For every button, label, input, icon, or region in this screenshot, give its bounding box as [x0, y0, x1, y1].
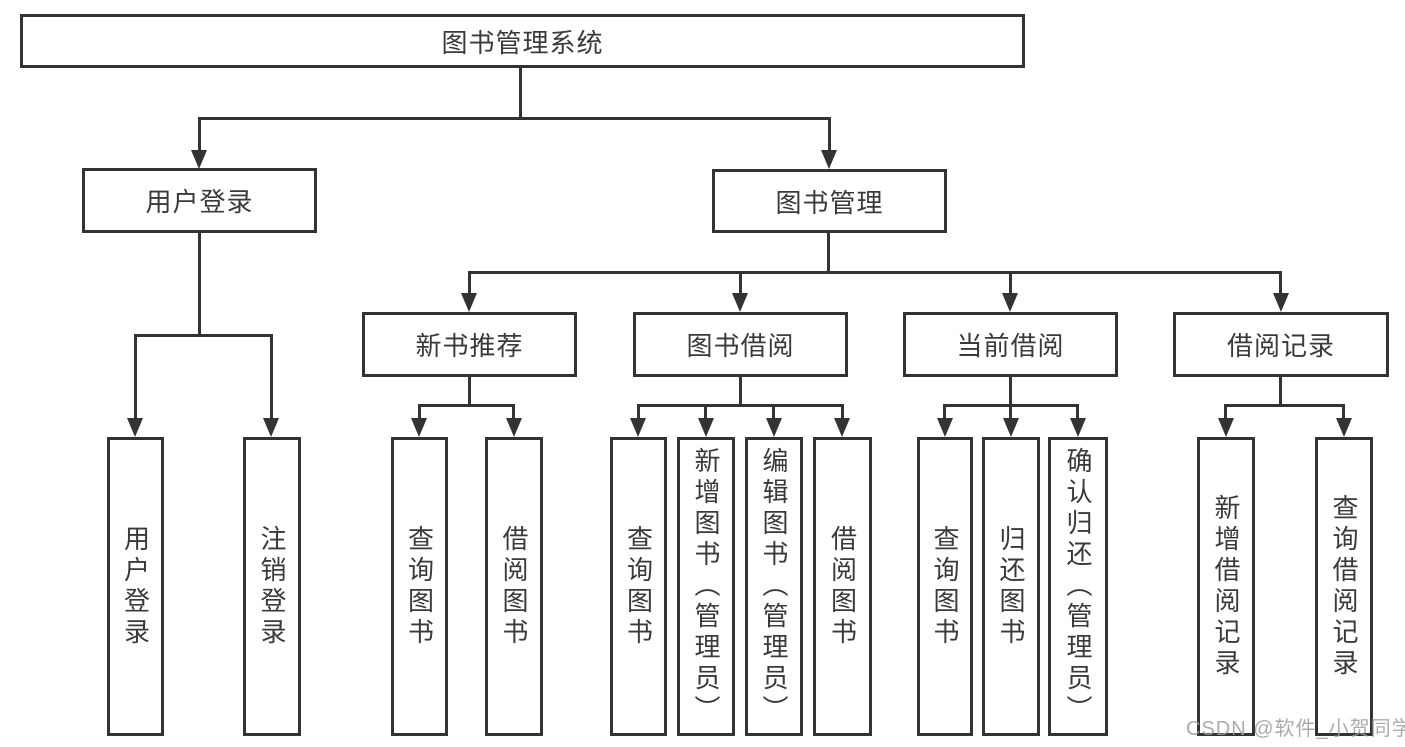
connector-line — [637, 404, 640, 420]
arrow-down-icon — [411, 418, 427, 437]
connector-line — [1279, 377, 1282, 407]
arrow-down-icon — [1070, 418, 1086, 437]
leaf-query-books: 查询图书 — [917, 437, 973, 736]
node-label: 查询图书 — [623, 524, 654, 649]
leaf-query-borrow-record: 查询借阅记录 — [1315, 437, 1373, 736]
leaf-logout: 注销登录 — [243, 437, 301, 736]
node-label: 图书借阅 — [686, 331, 795, 361]
connector-line — [134, 334, 137, 420]
arrow-down-icon — [263, 418, 279, 437]
connector-line — [512, 404, 515, 420]
node-current-borrowing: 当前借阅 — [903, 312, 1118, 377]
node-label: 当前借阅 — [956, 331, 1065, 361]
leaf-borrow-books: 借阅图书 — [485, 437, 543, 736]
leaf-query-books: 查询图书 — [391, 437, 448, 736]
arrow-down-icon — [506, 418, 522, 437]
arrow-down-icon — [127, 418, 143, 437]
node-label: 编辑图书（管理员） — [759, 447, 789, 726]
connector-line — [1224, 404, 1345, 407]
arrow-down-icon — [1336, 418, 1352, 437]
connector-line — [1009, 271, 1012, 295]
leaf-add-borrow-record: 新增借阅记录 — [1197, 437, 1255, 736]
connector-line — [198, 117, 201, 152]
node-label: 归还图书 — [996, 524, 1026, 649]
node-label: 新书推荐 — [415, 331, 524, 361]
leaf-edit-book-admin: 编辑图书（管理员） — [745, 437, 803, 736]
connector-line — [828, 117, 831, 152]
connector-line — [1342, 404, 1345, 420]
leaf-query-books: 查询图书 — [610, 437, 667, 736]
arrow-down-icon — [1002, 293, 1018, 312]
arrow-down-icon — [766, 418, 782, 437]
node-label: 新增图书（管理员） — [691, 447, 721, 726]
connector-line — [704, 404, 707, 420]
node-label: 用户登录 — [145, 187, 254, 217]
connector-line — [418, 404, 515, 407]
node-label: 注销登录 — [257, 524, 287, 649]
connector-line — [943, 404, 946, 420]
node-label: 图书管理 — [775, 187, 884, 218]
node-new-book-recommendation: 新书推荐 — [362, 312, 577, 377]
connector-line — [841, 404, 844, 420]
node-root: 图书管理系统 — [20, 14, 1025, 68]
connector-line — [418, 404, 421, 420]
leaf-add-book-admin: 新增图书（管理员） — [677, 437, 735, 736]
node-label: 查询图书 — [404, 524, 435, 649]
arrow-down-icon — [630, 418, 646, 437]
arrow-down-icon — [937, 418, 953, 437]
node-label: 借阅记录 — [1226, 331, 1335, 361]
arrow-down-icon — [834, 418, 850, 437]
connector-line — [1009, 404, 1012, 420]
leaf-confirm-return-admin: 确认归还（管理员） — [1048, 437, 1108, 736]
node-label: 借阅图书 — [827, 524, 858, 649]
node-label: 图书管理系统 — [441, 27, 604, 58]
arrow-down-icon — [191, 150, 207, 169]
connector-line — [1279, 271, 1282, 295]
connector-line — [772, 404, 775, 420]
connector-line — [1224, 404, 1227, 420]
leaf-user-login: 用户登录 — [107, 437, 164, 736]
arrow-down-icon — [1218, 418, 1234, 437]
arrow-down-icon — [461, 293, 477, 312]
watermark: CSDN @软件_小贺同学 — [1186, 718, 1405, 740]
connector-line — [468, 271, 471, 295]
connector-line — [637, 404, 844, 407]
node-label: 用户登录 — [120, 524, 151, 649]
arrow-down-icon — [698, 418, 714, 437]
node-borrowing-records: 借阅记录 — [1173, 312, 1389, 377]
connector-line — [198, 117, 831, 120]
connector-line — [468, 377, 471, 407]
leaf-return-book: 归还图书 — [982, 437, 1040, 736]
connector-line — [739, 377, 742, 407]
arrow-down-icon — [1273, 293, 1289, 312]
connector-line — [1076, 404, 1079, 420]
connector-line — [270, 334, 273, 420]
node-user-login-group: 用户登录 — [82, 168, 317, 233]
connector-line — [739, 271, 742, 295]
leaf-borrow-books: 借阅图书 — [813, 437, 872, 736]
node-label: 新增借阅记录 — [1211, 493, 1241, 680]
node-book-borrowing: 图书借阅 — [633, 312, 848, 377]
connector-line — [468, 271, 1282, 274]
arrow-down-icon — [821, 150, 837, 169]
node-book-management: 图书管理 — [712, 169, 947, 233]
arrow-down-icon — [732, 293, 748, 312]
node-label: 查询借阅记录 — [1329, 493, 1359, 680]
connector-line — [519, 68, 522, 120]
connector-line — [134, 334, 273, 337]
node-label: 确认归还（管理员） — [1063, 447, 1093, 726]
connector-line — [1009, 377, 1012, 407]
node-label: 借阅图书 — [499, 524, 529, 649]
arrow-down-icon — [1003, 418, 1019, 437]
node-label: 查询图书 — [930, 524, 960, 649]
connector-line — [827, 233, 830, 274]
connector-line — [198, 233, 201, 337]
